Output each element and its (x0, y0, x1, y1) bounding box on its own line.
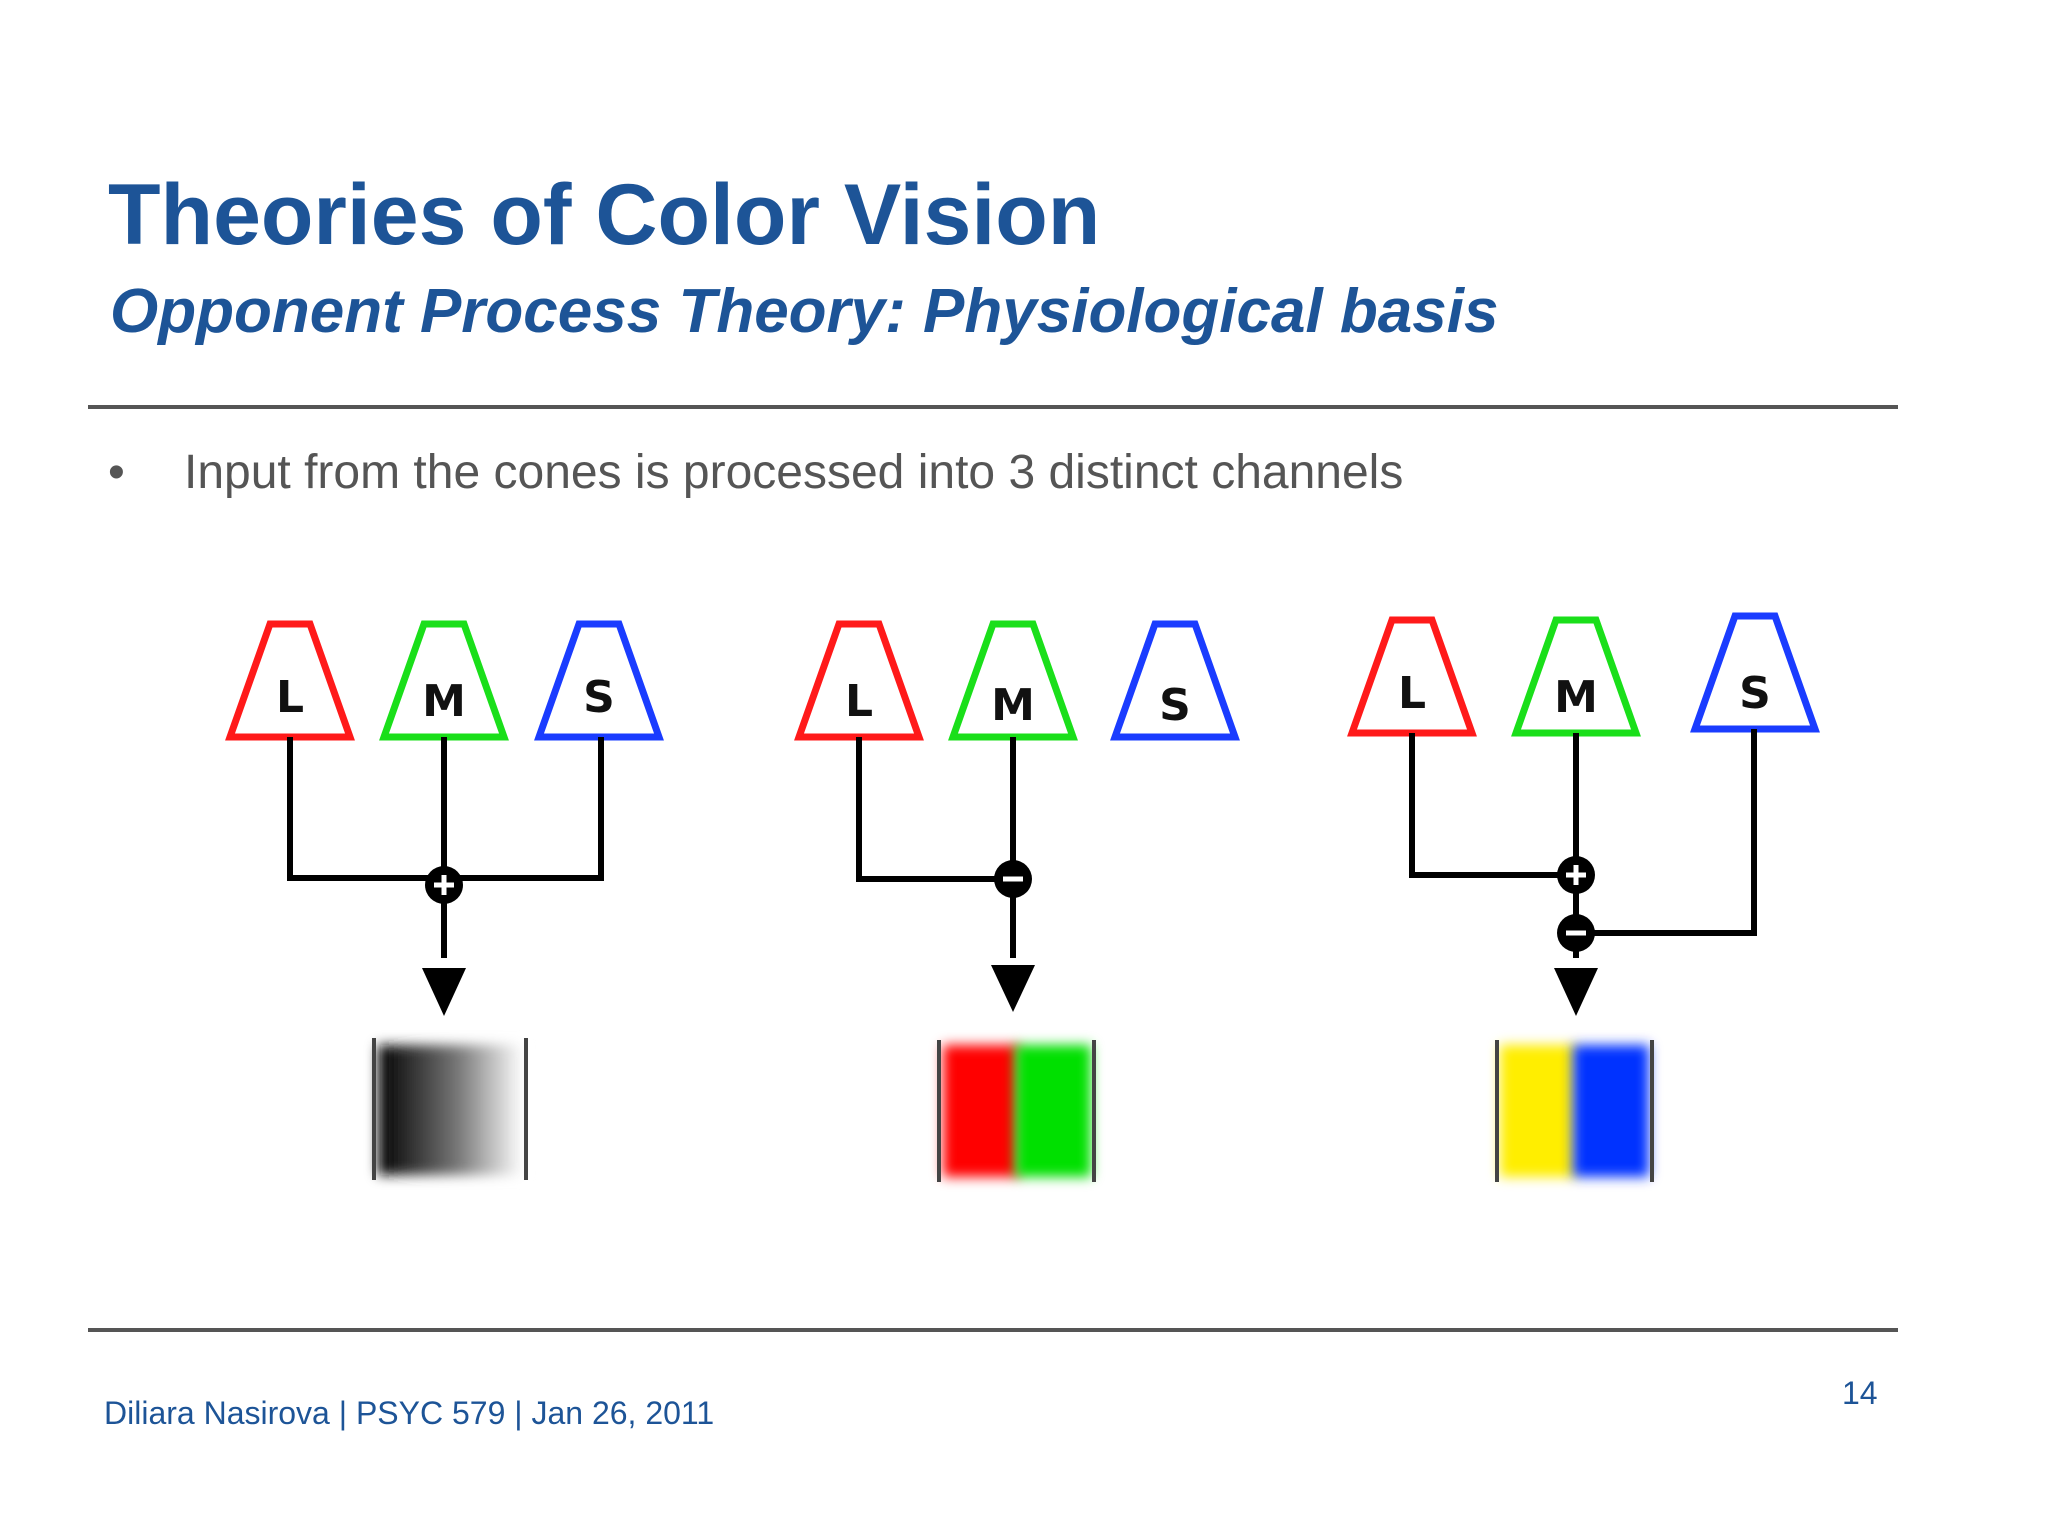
opponent-process-diagram: L M S L M S L M S (225, 612, 1820, 1182)
cone-m (948, 620, 1078, 741)
channel-red-green: L M S (794, 620, 1240, 1182)
cone-s-label: S (1739, 668, 1771, 719)
wiring (856, 737, 1016, 958)
top-divider (88, 405, 1898, 409)
swatch-red (943, 1045, 1019, 1177)
cone-s (1690, 612, 1820, 733)
cone-s (534, 620, 664, 741)
cone-l (794, 620, 924, 741)
swatch-luminance (378, 1045, 523, 1175)
cone-m-label: M (422, 676, 466, 727)
arrow-head (422, 968, 466, 1016)
bullet-marker: • (108, 446, 125, 499)
channel-luminance: L M S (225, 620, 664, 1180)
arrow-head (991, 965, 1035, 1012)
cone-s (1110, 620, 1240, 741)
cone-l (225, 620, 355, 741)
bottom-divider (88, 1328, 1898, 1332)
cone-m-label: M (1554, 672, 1598, 723)
wiring (287, 737, 604, 958)
cone-s-label: S (583, 672, 615, 723)
swatch-blue (1573, 1045, 1649, 1177)
cone-m (1511, 616, 1641, 737)
cone-l-label: L (1398, 668, 1426, 719)
cone-l-label: L (845, 676, 873, 727)
cone-m-label: M (991, 680, 1035, 731)
footer-text: Diliara Nasirova | PSYC 579 | Jan 26, 20… (104, 1395, 715, 1431)
page-number: 14 (1842, 1375, 1878, 1411)
channel-yellow-blue: L M S (1347, 612, 1820, 1182)
cone-s-label: S (1159, 680, 1191, 731)
bullet-text: Input from the cones is processed into 3… (184, 446, 1404, 499)
slide-title: Theories of Color Vision (108, 167, 1101, 263)
arrow-head (1554, 968, 1598, 1016)
swatch-yellow (1500, 1045, 1576, 1177)
slide-subtitle: Opponent Process Theory: Physiological b… (110, 277, 1499, 346)
swatch-green (1015, 1045, 1091, 1177)
cone-m (379, 620, 509, 741)
cone-l-label: L (276, 672, 304, 723)
cone-l (1347, 616, 1477, 737)
